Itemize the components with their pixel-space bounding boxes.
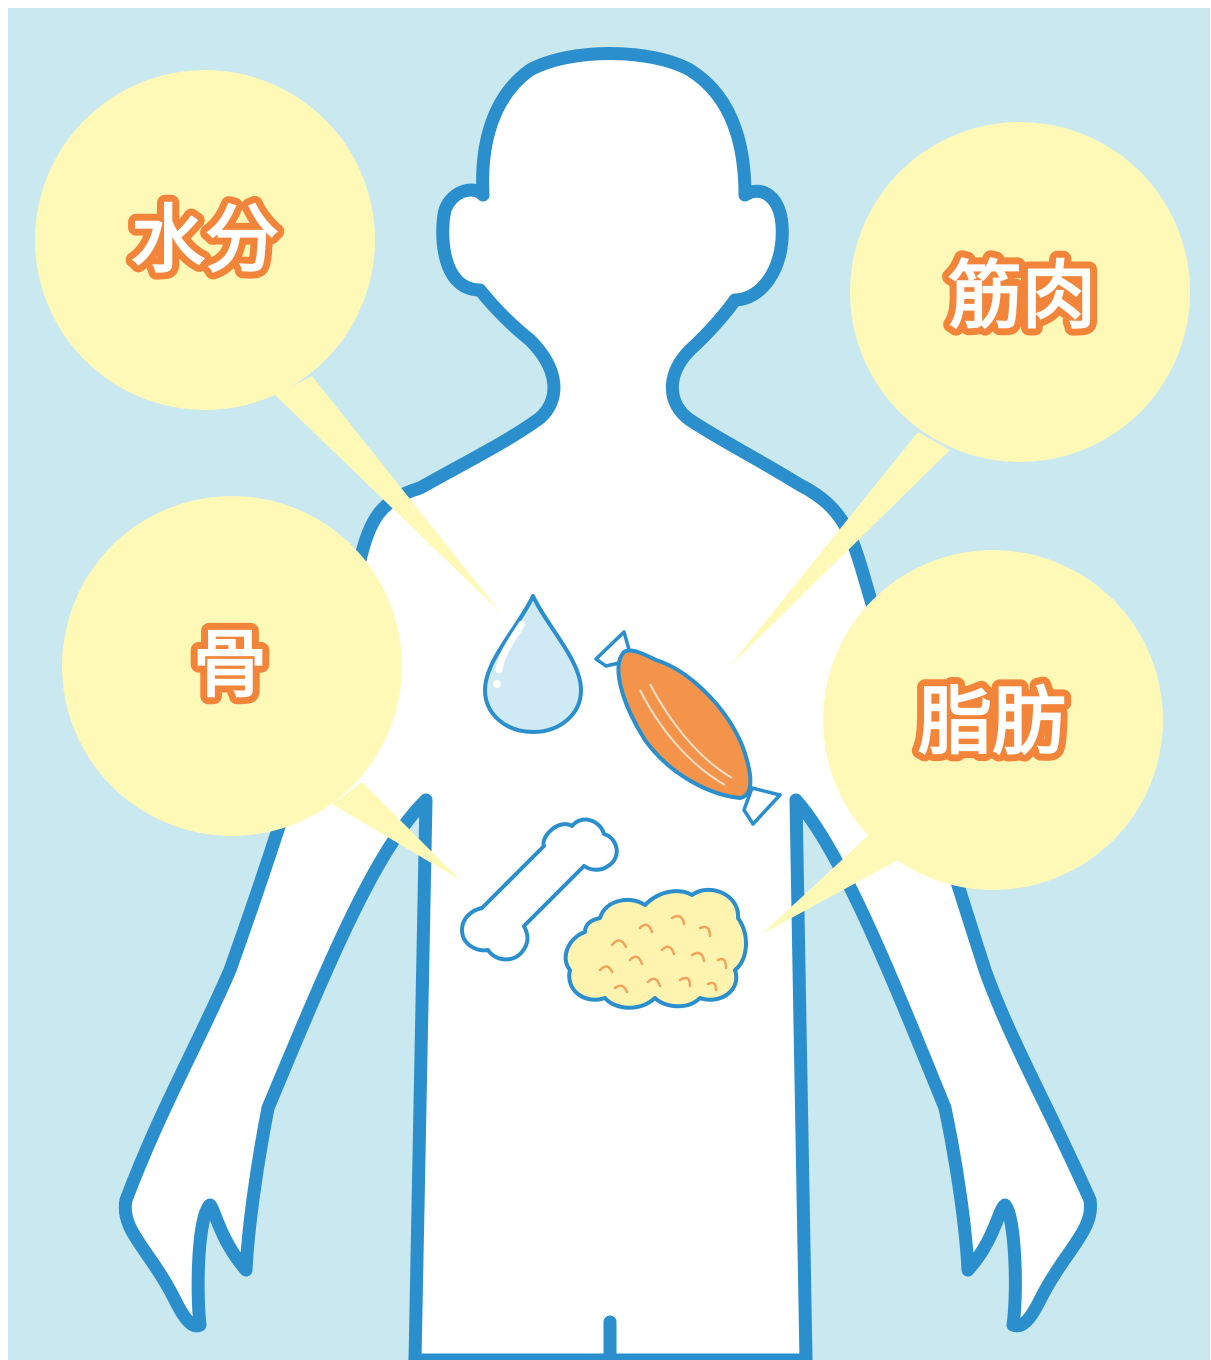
- water-label: 水分: [131, 197, 279, 283]
- bone-label: 骨: [193, 622, 267, 708]
- muscle-label: 筋肉: [948, 253, 1096, 339]
- fat-label: 脂肪: [918, 679, 1066, 765]
